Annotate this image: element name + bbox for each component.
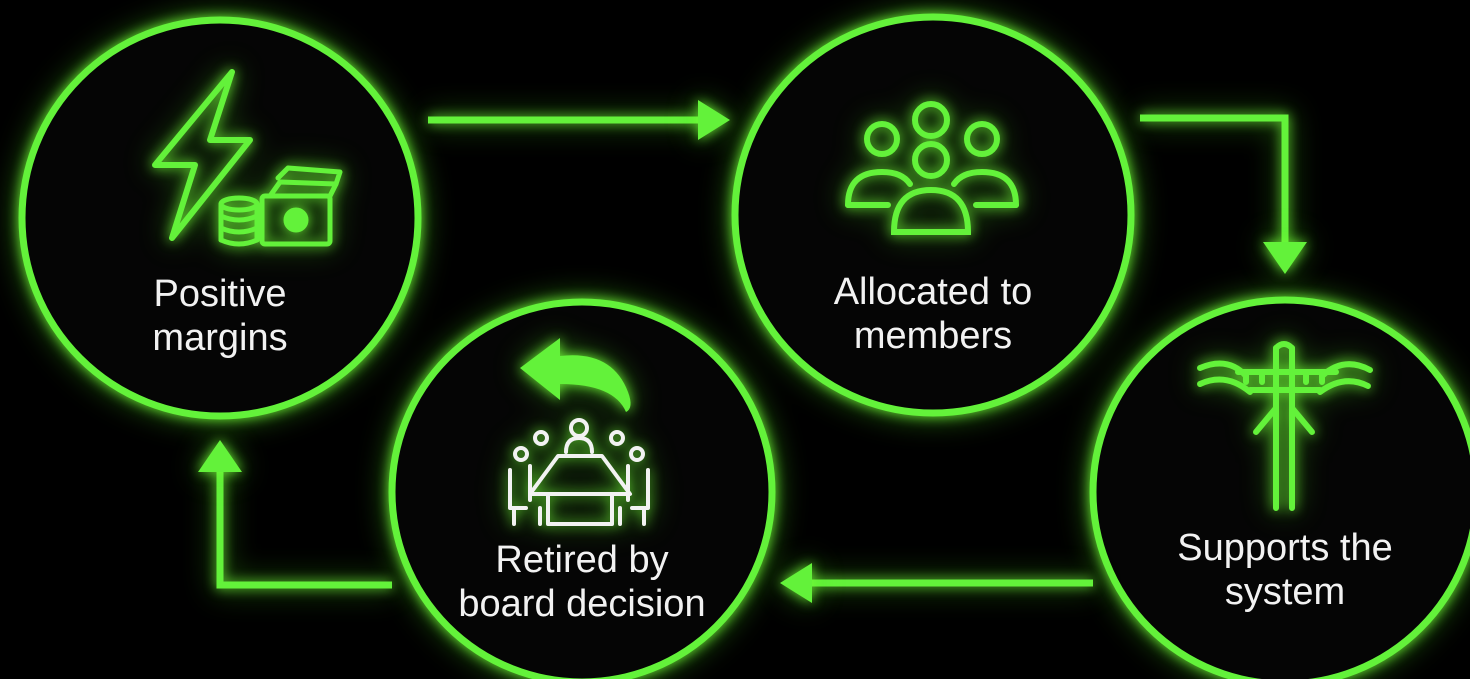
arrowhead-to-margins <box>198 440 242 472</box>
label-line: board decision <box>458 583 706 625</box>
node-circle-allocated-to-members <box>731 13 1135 417</box>
board-meeting-return-icon <box>508 338 650 526</box>
arrowhead-to-retired <box>780 563 812 603</box>
node-label-allocated-to-members: Allocated to members <box>793 270 1073 358</box>
node-label-retired-by-board-decision: Retired by board decision <box>432 538 732 626</box>
node-circle-supports-the-system <box>1089 296 1470 679</box>
connector-members-to-system <box>1140 114 1289 246</box>
lightning-money-icon <box>152 69 343 247</box>
node-label-positive-margins: Positive margins <box>110 272 330 360</box>
label-line: members <box>853 315 1013 357</box>
label-line: system <box>1224 571 1346 613</box>
label-line: Retired by <box>495 539 669 581</box>
connector-retired-to-margins <box>216 468 392 589</box>
node-label-supports-the-system: Supports the system <box>1140 526 1430 614</box>
arrowhead-to-system <box>1263 242 1307 274</box>
label-line: Supports the <box>1177 527 1393 569</box>
node-circle-retired-by-board-decision <box>388 298 776 679</box>
label-line: margins <box>152 317 288 359</box>
label-line: Allocated to <box>833 271 1033 313</box>
people-group-icon <box>845 101 1019 235</box>
utility-pole-icon <box>1197 341 1373 511</box>
label-line: Positive <box>153 273 287 315</box>
arrowhead-to-members <box>698 100 730 140</box>
